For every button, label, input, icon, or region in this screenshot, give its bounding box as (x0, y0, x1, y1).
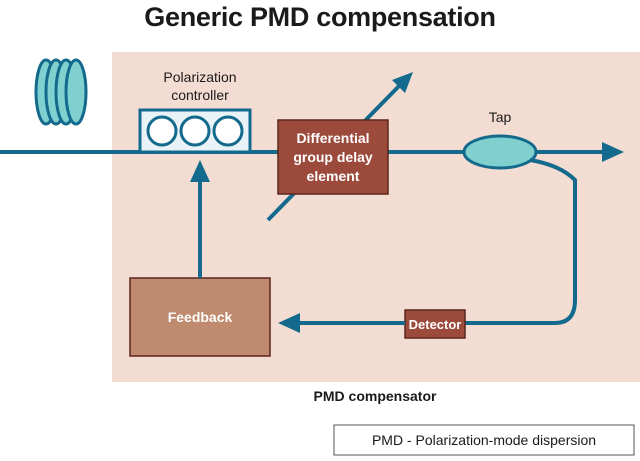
feedback-arrow-head (278, 313, 300, 333)
legend-box (333, 424, 635, 456)
diagram-title: Generic PMD compensation (144, 2, 496, 32)
pmd-compensator-label: PMD compensator (314, 388, 437, 404)
feedback-box (129, 277, 271, 357)
detector-label: Detector (409, 317, 462, 332)
output-arrow-head (602, 142, 624, 162)
polarization-controller-label-line2: controller (171, 87, 229, 103)
polarization-controller-label-line1: Polarization (163, 69, 236, 85)
dgd-label-line1: Differential (296, 130, 369, 146)
detector-box (404, 309, 466, 339)
legend-text: PMD - Polarization-mode dispersion (372, 432, 596, 448)
feedback-label: Feedback (168, 309, 233, 325)
tap-branch-line (465, 158, 577, 325)
variable-delay-arrow-head (392, 72, 413, 93)
fiber-coil-icon (34, 58, 88, 126)
polarization-controller (138, 108, 252, 154)
tap-label: Tap (489, 109, 512, 125)
dgd-label-line2: group delay (293, 149, 373, 165)
dgd-element-box (277, 119, 389, 195)
tap-coupler (462, 134, 538, 170)
dgd-label-line3: element (307, 168, 360, 184)
controller-arrow-head (190, 160, 210, 182)
